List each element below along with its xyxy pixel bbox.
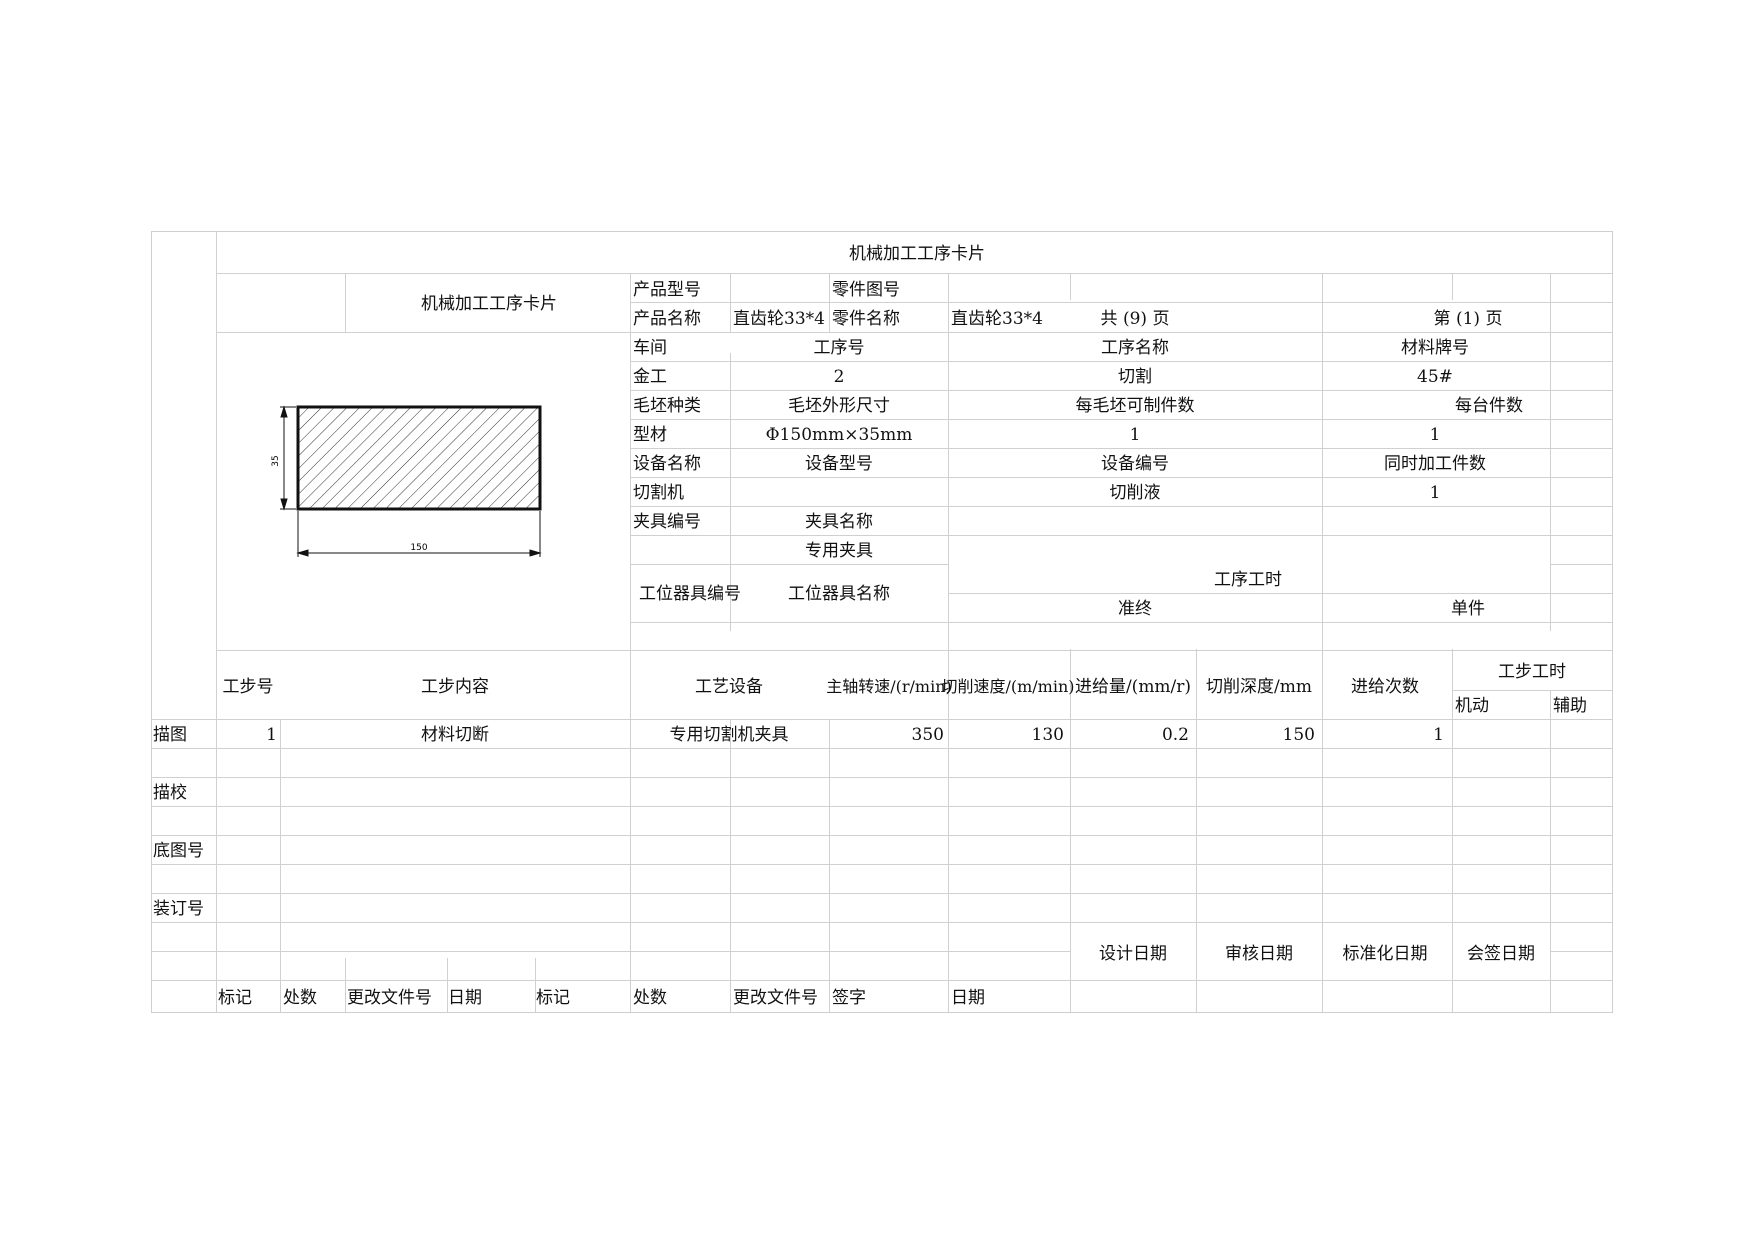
side-label-binding-no: 装订号 [153,899,204,919]
workshop-value: 金工 [633,367,667,387]
footer-signature: 签字 [832,988,866,1008]
passes-header: 进给次数 [1351,677,1419,697]
height-dimension: 35 [271,455,281,466]
width-dimension: 150 [410,543,427,553]
side-label-check: 描校 [153,783,187,803]
table-row-content: 材料切断 [421,725,489,745]
workshop-label: 车间 [633,338,667,358]
blank-type-value: 型材 [633,425,667,445]
side-label-base-no: 底图号 [153,841,204,861]
table-row-passes: 1 [1433,725,1444,745]
aux-time-header: 辅助 [1553,696,1587,716]
equip-no-label: 设备编号 [1101,454,1169,474]
step-no-header: 工步号 [222,677,274,697]
card-title: 机械加工工序卡片 [849,244,985,264]
footer-change-doc-1: 更改文件号 [347,988,432,1008]
footer-date-1: 日期 [448,988,482,1008]
product-name-label: 产品名称 [633,309,701,329]
width-dimension-line [296,511,542,557]
standard-date-label: 标准化日期 [1342,944,1428,964]
cut-depth-header: 切削深度/mm [1206,677,1312,697]
op-no-value: 2 [833,367,845,387]
step-time-header: 工步工时 [1498,662,1566,682]
fixture-no-label: 夹具编号 [633,512,701,532]
op-name-value: 切割 [1118,367,1152,387]
blank-type-label: 毛坯种类 [633,396,701,416]
height-dimension-line [280,405,296,511]
prep-time-label: 准终 [1118,599,1152,619]
countersign-date-label: 会签日期 [1467,944,1535,964]
table-row-depth: 150 [1282,725,1315,745]
table-row-feed: 0.2 [1161,725,1189,745]
spindle-speed-header: 主轴转速/(r/min) [826,677,952,696]
cutting-speed-header: 切削速度/(m/min) [941,677,1075,696]
machine-time-header: 机动 [1455,696,1489,716]
design-date-label: 设计日期 [1099,944,1167,964]
blank-sketch: 35 150 [271,405,542,557]
op-no-label: 工序号 [813,338,865,358]
feed-header: 进给量/(mm/r) [1074,677,1192,697]
parts-per-unit-value: 1 [1429,425,1441,445]
total-pages: 共 (9) 页 [1100,309,1170,329]
part-name-label: 零件名称 [832,309,900,329]
parts-per-blank-value: 1 [1129,425,1141,445]
product-name-value: 直齿轮33*4 [733,309,825,329]
footer-mark-1: 标记 [218,988,252,1008]
blank-size-label: 毛坯外形尺寸 [788,396,890,416]
station-tool-no-label: 工位器具编号 [639,584,741,604]
blank-size-value: Φ150mm×35mm [765,425,913,445]
equip-name-value: 切割机 [633,483,684,503]
product-model-label: 产品型号 [633,280,701,300]
fixture-name-value: 专用夹具 [805,541,873,561]
footer-count-2: 处数 [633,988,667,1008]
blank-section [296,405,542,511]
side-label-trace: 描图 [153,725,187,745]
material-label: 材料牌号 [1401,338,1469,358]
material-value: 45# [1417,367,1453,387]
parts-per-blank-label: 每毛坯可制件数 [1075,396,1195,416]
simultaneous-value: 1 [1429,483,1441,503]
step-content-header: 工步内容 [421,677,489,697]
coolant-label: 切削液 [1109,483,1161,503]
op-time-label: 工序工时 [1214,570,1282,590]
process-card-frame [151,231,1613,1013]
table-row-step-no: 1 [266,725,277,745]
equip-model-label: 设备型号 [805,454,873,474]
part-drawing-no-label: 零件图号 [832,280,900,300]
part-name-value: 直齿轮33*4 [951,309,1043,329]
card-name: 机械加工工序卡片 [421,294,557,314]
parts-per-unit-label: 每台件数 [1455,396,1523,416]
fixture-name-label: 夹具名称 [805,512,873,532]
unit-time-label: 单件 [1451,599,1485,619]
station-tool-name-label: 工位器具名称 [788,584,890,604]
equipment-header: 工艺设备 [695,677,763,697]
footer-mark-2: 标记 [536,988,570,1008]
table-row-spindle: 350 [911,725,944,745]
footer-count-1: 处数 [283,988,317,1008]
simultaneous-label: 同时加工件数 [1384,454,1486,474]
equip-name-label: 设备名称 [633,454,701,474]
table-row-equipment: 专用切割机夹具 [669,725,789,745]
table-row-cut-speed: 130 [1031,725,1064,745]
footer-date-2: 日期 [951,988,985,1008]
footer-change-doc-2: 更改文件号 [733,988,818,1008]
page-number: 第 (1) 页 [1433,309,1503,329]
op-name-label: 工序名称 [1101,338,1169,358]
review-date-label: 审核日期 [1225,944,1293,964]
